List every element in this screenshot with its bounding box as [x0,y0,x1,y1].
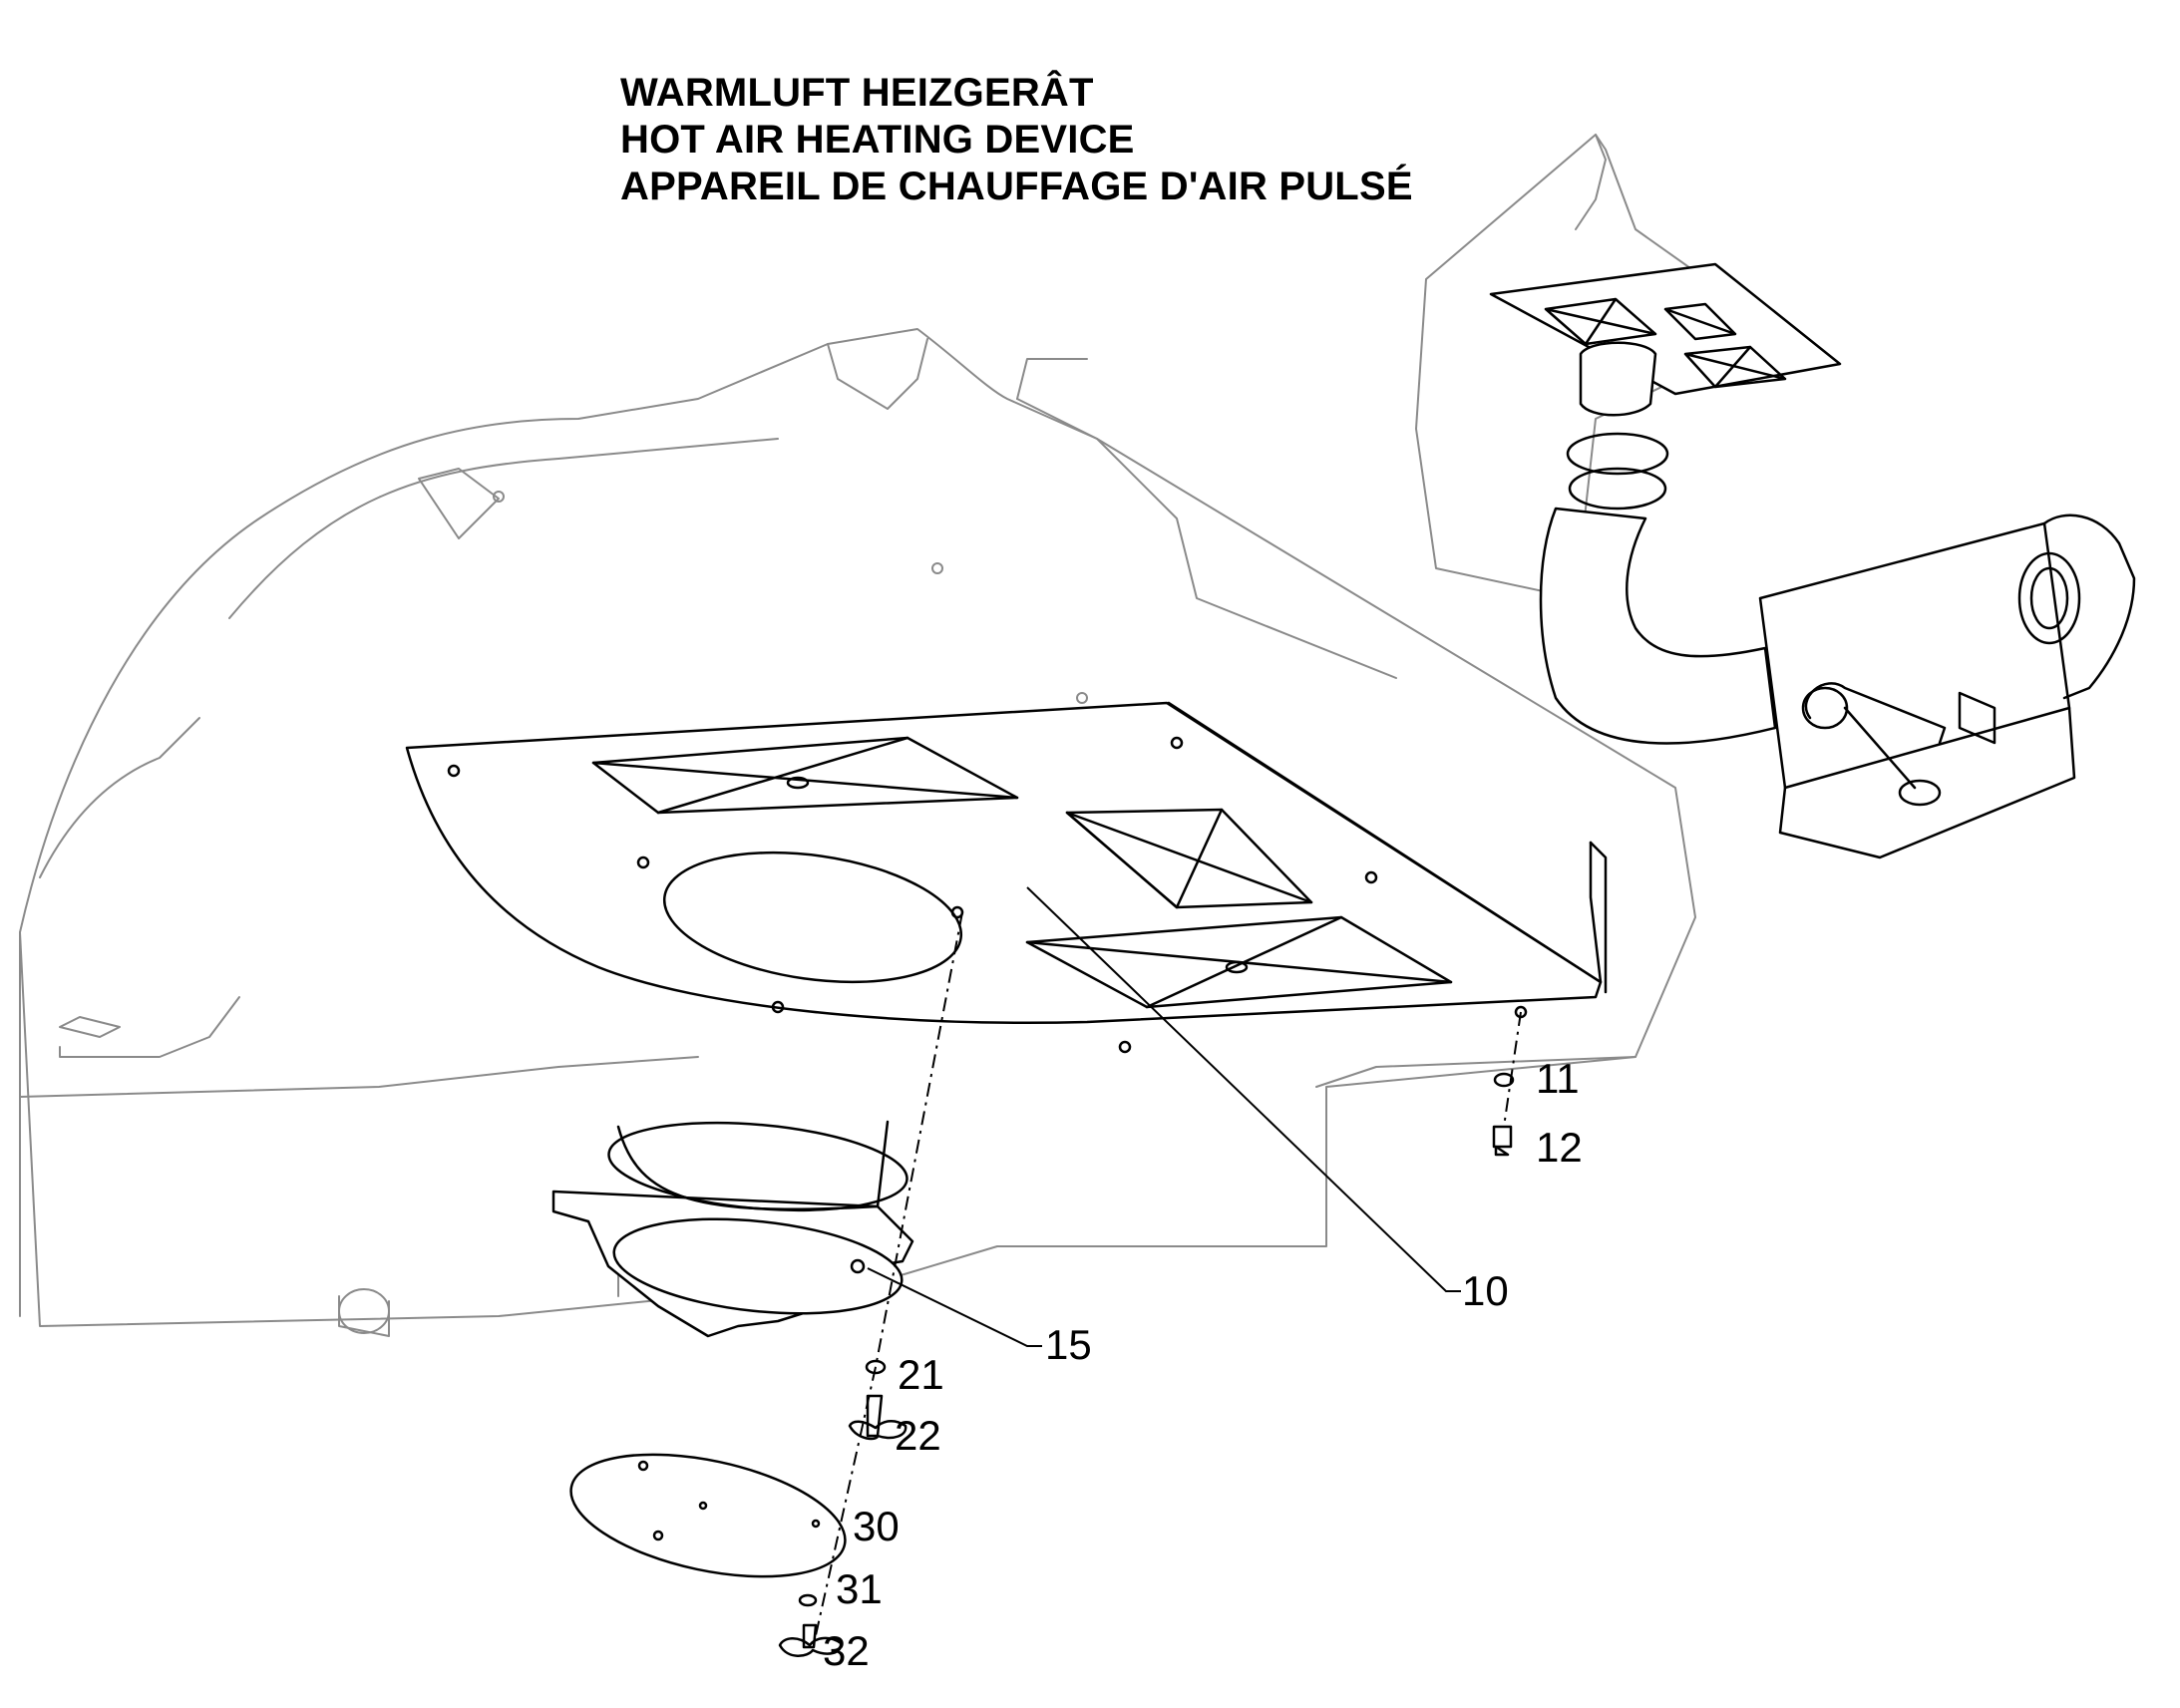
title-german: WARMLUFT HEIZGERÂT [620,71,1094,115]
callout-10: 10 [1462,1267,1509,1314]
fasteners [778,1072,1515,1657]
callout-12: 12 [1536,1124,1583,1171]
flange-ring [551,1120,914,1338]
heater-unit-inset [1415,134,2136,859]
cover-plate [569,1453,847,1578]
title-english: HOT AIR HEATING DEVICE [620,118,1135,162]
callout-30: 30 [853,1503,900,1549]
callout-15: 15 [1045,1321,1092,1368]
title-french: APPAREIL DE CHAUFFAGE D'AIR PULSÉ [620,165,1413,208]
callout-31: 31 [836,1565,883,1612]
callout-11: 11 [1536,1055,1580,1102]
callout-21: 21 [898,1351,944,1398]
leader-lines [867,886,1461,1347]
vehicle-body [19,328,1696,1337]
callout-22: 22 [895,1412,941,1459]
diagram-title: WARMLUFT HEIZGERÂT HOT AIR HEATING DEVIC… [620,70,1413,210]
callout-32: 32 [823,1627,870,1674]
mounting-plate [405,701,1608,1054]
callouts: 11 12 10 15 21 22 30 31 32 [823,1055,1583,1674]
assembly-lines [815,911,1522,1636]
